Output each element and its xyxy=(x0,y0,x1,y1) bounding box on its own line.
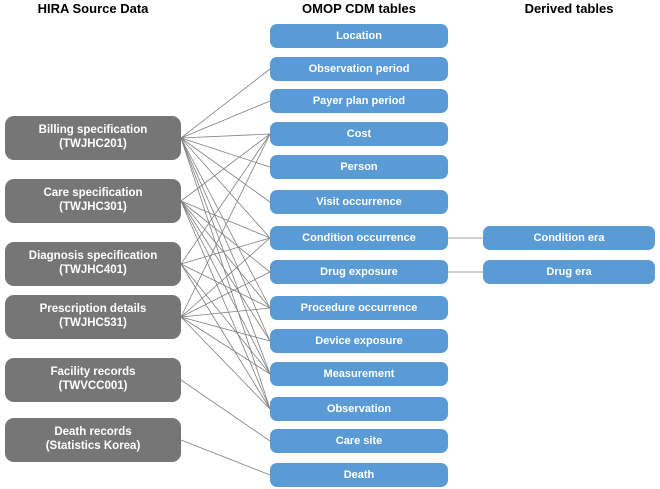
omop-table-observation-period[interactable]: Observation period xyxy=(270,57,448,81)
omop-table-location[interactable]: Location xyxy=(270,24,448,48)
omop-table-drug-exposure[interactable]: Drug exposure xyxy=(270,260,448,284)
link-billing-to-device-exposure xyxy=(180,137,271,342)
link-care-to-drug-exposure xyxy=(180,200,271,273)
source-table-death-rec[interactable]: Death records (Statistics Korea) xyxy=(5,418,181,462)
link-facility-to-care-site xyxy=(180,379,271,442)
source-table-facility[interactable]: Facility records (TWVCC001) xyxy=(5,358,181,402)
link-care-to-condition-occurrence xyxy=(180,200,271,239)
omop-table-observation[interactable]: Observation xyxy=(270,397,448,421)
link-prescription-to-condition-occurrence xyxy=(180,237,271,318)
link-diagnosis-to-measurement xyxy=(180,263,271,375)
link-billing-to-condition-occurrence xyxy=(180,137,271,239)
link-care-to-cost xyxy=(180,133,271,202)
link-prescription-to-drug-exposure xyxy=(180,271,271,318)
omop-table-condition-occurrence[interactable]: Condition occurrence xyxy=(270,226,448,250)
source-table-diagnosis[interactable]: Diagnosis specification (TWJHC401) xyxy=(5,242,181,286)
link-care-to-measurement xyxy=(180,200,271,375)
link-prescription-to-observation xyxy=(180,316,271,410)
omop-table-person[interactable]: Person xyxy=(270,155,448,179)
link-prescription-to-measurement xyxy=(180,316,271,375)
link-billing-to-payer-plan-period xyxy=(180,100,271,139)
link-billing-to-measurement xyxy=(180,137,271,375)
link-prescription-to-procedure-occurrence xyxy=(180,307,271,318)
omop-table-death[interactable]: Death xyxy=(270,463,448,487)
derived-table-condition-era[interactable]: Condition era xyxy=(483,226,655,250)
link-prescription-to-device-exposure xyxy=(180,316,271,342)
column-header-hira-source-data: HIRA Source Data xyxy=(37,1,149,16)
link-billing-to-observation xyxy=(180,137,271,410)
source-table-prescription[interactable]: Prescription details (TWJHC531) xyxy=(5,295,181,339)
link-billing-to-person xyxy=(180,137,271,168)
link-prescription-to-cost xyxy=(180,133,271,318)
source-table-care[interactable]: Care specification (TWJHC301) xyxy=(5,179,181,223)
source-table-billing[interactable]: Billing specification (TWJHC201) xyxy=(5,116,181,160)
derived-table-drug-era[interactable]: Drug era xyxy=(483,260,655,284)
link-billing-to-observation-period xyxy=(180,68,271,139)
omop-table-procedure-occurrence[interactable]: Procedure occurrence xyxy=(270,296,448,320)
link-billing-to-procedure-occurrence xyxy=(180,137,271,309)
column-header-derived-tables: Derived tables xyxy=(524,1,614,16)
link-diagnosis-to-cost xyxy=(180,133,271,265)
link-death-rec-to-death xyxy=(180,439,271,476)
omop-table-care-site[interactable]: Care site xyxy=(270,429,448,453)
link-care-to-device-exposure xyxy=(180,200,271,342)
link-billing-to-visit-occurrence xyxy=(180,137,271,203)
omop-table-payer-plan-period[interactable]: Payer plan period xyxy=(270,89,448,113)
omop-table-device-exposure[interactable]: Device exposure xyxy=(270,329,448,353)
column-header-omop-cdm-tables: OMOP CDM tables xyxy=(302,1,416,16)
link-diagnosis-to-observation xyxy=(180,263,271,410)
link-diagnosis-to-procedure-occurrence xyxy=(180,263,271,309)
omop-table-cost[interactable]: Cost xyxy=(270,122,448,146)
omop-table-measurement[interactable]: Measurement xyxy=(270,362,448,386)
link-billing-to-cost xyxy=(180,133,271,139)
link-care-to-procedure-occurrence xyxy=(180,200,271,309)
link-care-to-observation xyxy=(180,200,271,410)
link-diagnosis-to-condition-occurrence xyxy=(180,237,271,265)
omop-table-visit-occurrence[interactable]: Visit occurrence xyxy=(270,190,448,214)
